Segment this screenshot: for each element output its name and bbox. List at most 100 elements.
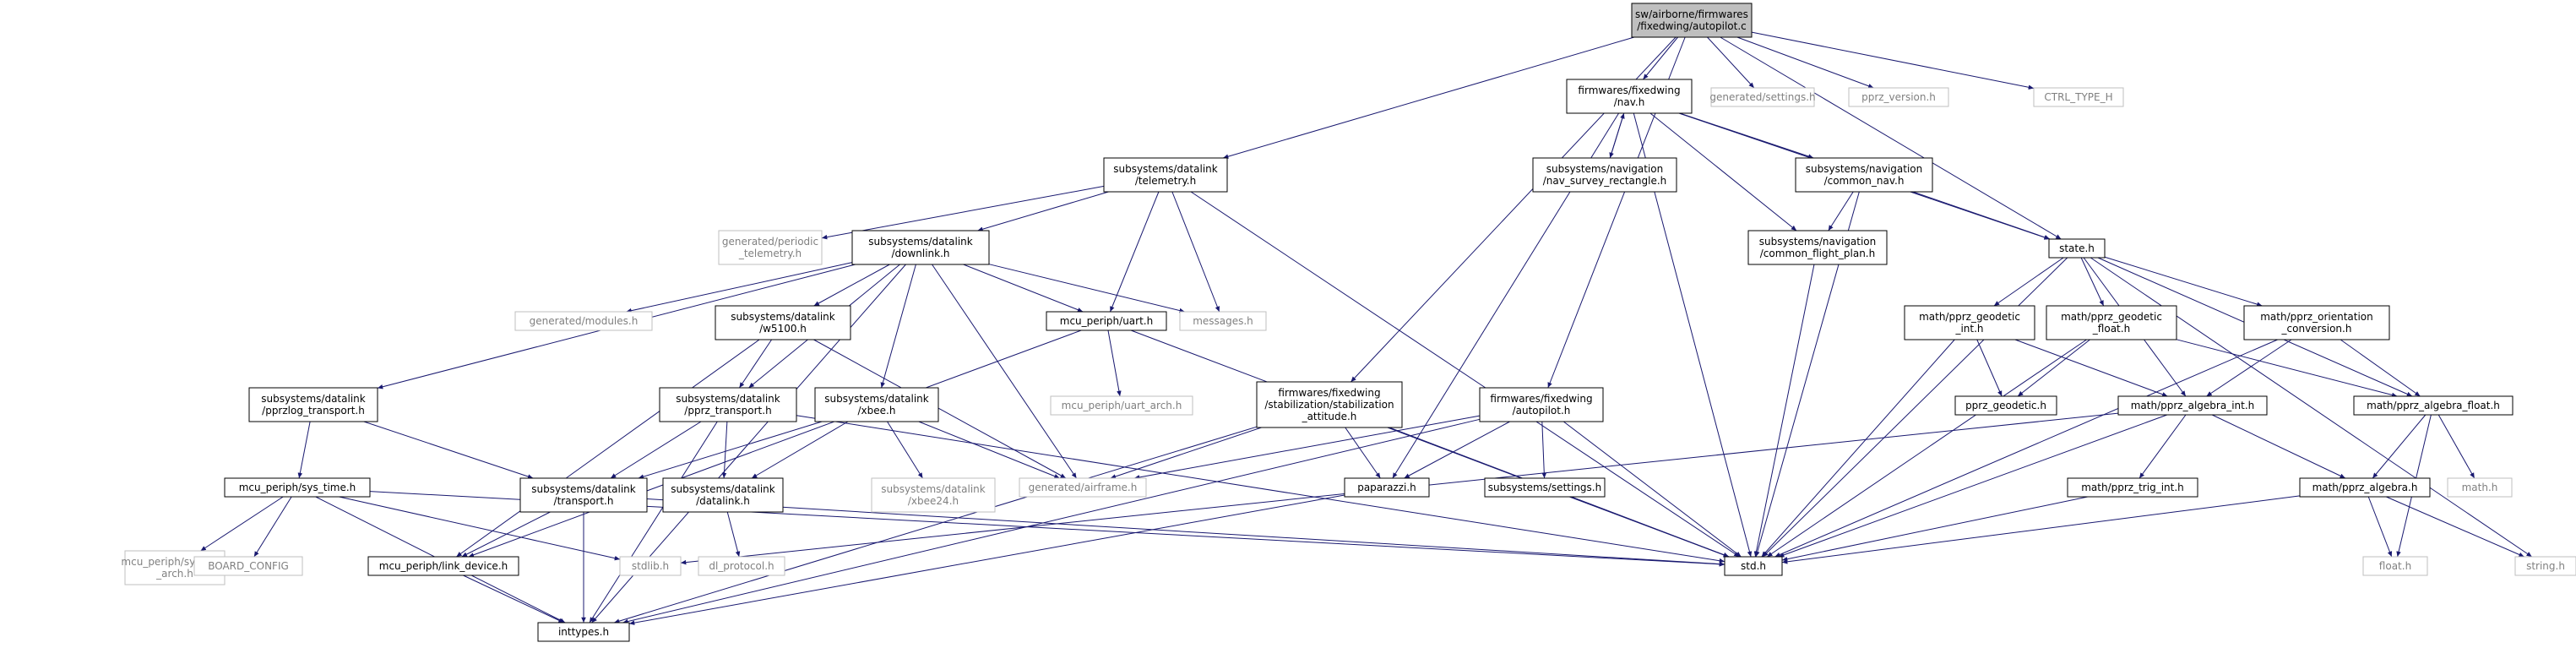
node-label: /downlink.h	[891, 248, 949, 259]
edge-telemetry-to-uart	[1109, 191, 1160, 313]
node-nav[interactable]: firmwares/fixedwing/nav.h	[1566, 79, 1693, 114]
node-xbee[interactable]: subsystems/datalink/xbee.h	[814, 387, 939, 422]
node-trig_int[interactable]: math/pprz_trig_int.h	[2067, 477, 2198, 498]
node-label: mcu_periph/uart.h	[1060, 315, 1153, 327]
node-messages: messages.h	[1179, 311, 1267, 331]
node-label: subsystems/datalink	[261, 393, 365, 405]
node-label: paparazzi.h	[1357, 482, 1416, 493]
node-label: subsystems/datalink	[531, 483, 635, 495]
node-state[interactable]: state.h	[2048, 238, 2106, 259]
node-box-common_fp	[1747, 230, 1888, 265]
edge-state-to-orient	[2104, 256, 2263, 307]
edge-uart-to-link_device	[468, 329, 1082, 558]
node-fw_autopilot[interactable]: firmwares/fixedwing/autopilot.h	[1479, 387, 1604, 422]
node-survey_rect[interactable]: subsystems/navigation/nav_survey_rectang…	[1532, 157, 1677, 193]
node-box-string_h	[2514, 556, 2576, 576]
node-ctrl_type: CTRL_TYPE_H	[2033, 87, 2124, 107]
node-box-survey_rect	[1532, 157, 1677, 193]
node-sub_settings[interactable]: subsystems/settings.h	[1484, 477, 1606, 498]
node-pprz_geodetic[interactable]: pprz_geodetic.h	[1954, 395, 2057, 416]
edge-downlink-to-gen_airframe	[932, 264, 1077, 479]
node-box-uart_arch	[1050, 395, 1193, 416]
node-string_h: string.h	[2514, 556, 2576, 576]
node-board_config: BOARD_CONFIG	[193, 556, 303, 576]
node-label: mcu_periph/uart_arch.h	[1062, 400, 1182, 411]
node-link_device[interactable]: mcu_periph/link_device.h	[367, 556, 519, 576]
node-label: /common_flight_plan.h	[1760, 248, 1875, 259]
edge-telemetry-to-downlink	[977, 191, 1109, 231]
node-stab_att[interactable]: firmwares/fixedwing/stabilization/stabil…	[1256, 381, 1403, 428]
node-common_nav[interactable]: subsystems/navigation/common_nav.h	[1795, 157, 1933, 193]
edge-pprz_algebra-to-float_h	[2367, 496, 2393, 558]
edge-common_fp-to-std_h	[1753, 264, 1815, 558]
node-box-pprz_transport	[659, 387, 797, 422]
node-label: _attitude.h	[1302, 411, 1357, 422]
edge-geo_float-to-std_h	[1766, 339, 2087, 558]
node-alg_float[interactable]: math/pprz_algebra_float.h	[2353, 395, 2514, 416]
node-dl_datalink[interactable]: subsystems/datalink/datalink.h	[662, 477, 784, 513]
edge-downlink-to-uart	[963, 264, 1084, 313]
node-orient[interactable]: math/pprz_orientation_conversion.h	[2243, 305, 2390, 340]
edge-alg_float-to-math_h	[2437, 414, 2475, 479]
edge-root-to-nav	[1643, 36, 1678, 80]
node-box-geo_float	[2046, 305, 2177, 340]
node-label: pprz_geodetic.h	[1965, 400, 2046, 411]
node-sys_time[interactable]: mcu_periph/sys_time.h	[224, 477, 371, 498]
node-label: /xbee.h	[858, 405, 896, 417]
node-box-periodic_tel	[718, 230, 823, 265]
node-label: pprz_version.h	[1861, 91, 1936, 103]
node-root: sw/airborne/firmwares/fixedwing/autopilo…	[1631, 3, 1753, 38]
node-label: /common_nav.h	[1824, 175, 1905, 187]
node-std_h[interactable]: std.h	[1724, 556, 1783, 576]
node-label: /datalink.h	[696, 495, 750, 507]
node-box-dl_protocol	[698, 556, 785, 576]
node-box-alg_float	[2353, 395, 2514, 416]
node-box-transport	[519, 477, 648, 513]
node-stdlib: stdlib.h	[619, 556, 682, 576]
edge-fw_autopilot-to-sub_settings	[1541, 421, 1547, 479]
node-label: _float.h	[2092, 323, 2130, 335]
node-box-std_h	[1724, 556, 1783, 576]
edge-pprz_algebra-to-std_h	[1781, 495, 2301, 564]
node-paparazzi[interactable]: paparazzi.h	[1344, 477, 1430, 498]
node-pprzlog[interactable]: subsystems/datalink/pprzlog_transport.h	[248, 387, 378, 422]
node-box-xbee24	[871, 477, 996, 513]
node-box-dl_datalink	[662, 477, 784, 513]
node-common_fp[interactable]: subsystems/navigation/common_flight_plan…	[1747, 230, 1888, 265]
node-label: firmwares/fixedwing	[1278, 387, 1380, 399]
node-inttypes[interactable]: inttypes.h	[537, 622, 630, 642]
node-label: subsystems/navigation	[1546, 163, 1664, 175]
edge-pprz_transport-to-inttypes	[589, 421, 718, 623]
node-geo_int[interactable]: math/pprz_geodetic_int.h	[1904, 305, 2035, 340]
node-box-link_device	[367, 556, 519, 576]
node-label: /pprz_transport.h	[684, 405, 771, 417]
node-geo_float[interactable]: math/pprz_geodetic_float.h	[2046, 305, 2177, 340]
node-transport[interactable]: subsystems/datalink/transport.h	[519, 477, 648, 513]
node-label: /telemetry.h	[1135, 175, 1196, 187]
node-label: math/pprz_geodetic	[2061, 311, 2162, 323]
node-periodic_tel: generated/periodic_telemetry.h	[718, 230, 823, 265]
node-label: std.h	[1741, 560, 1766, 572]
node-pprz_algebra[interactable]: math/pprz_algebra.h	[2299, 477, 2431, 498]
node-box-root	[1631, 3, 1753, 38]
node-pprz_transport[interactable]: subsystems/datalink/pprz_transport.h	[659, 387, 797, 422]
node-box-pprz_version	[1848, 87, 1949, 107]
node-label: generated/modules.h	[530, 315, 639, 327]
node-label: math/pprz_trig_int.h	[2081, 482, 2184, 493]
edge-stab_att-to-gen_airframe	[1110, 427, 1262, 479]
edge-xbee-to-xbee24	[887, 421, 923, 479]
node-box-state	[2048, 238, 2106, 259]
node-alg_int[interactable]: math/pprz_algebra_int.h	[2117, 395, 2268, 416]
node-box-float_h	[2362, 556, 2428, 576]
node-w5100[interactable]: subsystems/datalink/w5100.h	[715, 305, 851, 340]
node-label: inttypes.h	[558, 626, 609, 638]
node-label: /nav.h	[1614, 96, 1645, 108]
node-box-trig_int	[2067, 477, 2198, 498]
node-box-xbee	[814, 387, 939, 422]
node-box-uart	[1046, 311, 1167, 331]
edge-stab_att-to-paparazzi	[1345, 427, 1381, 479]
node-uart[interactable]: mcu_periph/uart.h	[1046, 311, 1167, 331]
node-box-downlink	[851, 230, 990, 265]
node-telemetry[interactable]: subsystems/datalink/telemetry.h	[1103, 157, 1228, 193]
node-downlink[interactable]: subsystems/datalink/downlink.h	[851, 230, 990, 265]
